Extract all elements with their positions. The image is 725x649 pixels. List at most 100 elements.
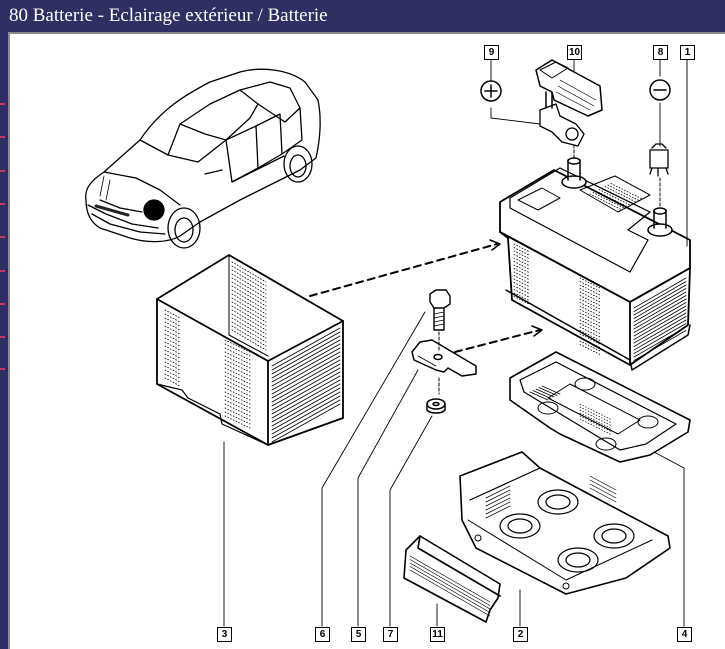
- hatch-line: [579, 326, 601, 338]
- hatch-line: [271, 395, 341, 435]
- negative-terminal-clamp: [649, 143, 669, 207]
- hatch-line: [513, 243, 531, 253]
- left-nav-strip: [0, 32, 8, 649]
- callout-4[interactable]: 4: [677, 627, 692, 642]
- hatch-line: [601, 187, 635, 205]
- hatch-line: [579, 333, 601, 345]
- hatch-line: [579, 412, 613, 430]
- hatch-line: [579, 298, 601, 310]
- hatch-line: [231, 317, 267, 339]
- hatch-line: [164, 313, 181, 323]
- hatch-line: [589, 479, 617, 495]
- callout-9[interactable]: 9: [484, 45, 499, 60]
- hatch-line: [579, 309, 601, 320]
- callout-6[interactable]: 6: [315, 627, 330, 642]
- callout-3[interactable]: 3: [217, 627, 232, 642]
- hatch-line: [164, 357, 181, 367]
- hatch-line: [164, 353, 181, 363]
- hatch-line: [579, 295, 601, 306]
- hatch-line: [231, 273, 267, 295]
- hatch-line: [513, 296, 531, 305]
- hatch-line: [485, 485, 511, 499]
- hatch-line: [579, 316, 601, 327]
- hatch-line: [271, 399, 341, 439]
- hatch-line: [579, 277, 601, 289]
- hatch-line: [633, 316, 687, 347]
- hatch-line: [231, 277, 267, 299]
- positive-post: [561, 157, 587, 189]
- hatch-line: [271, 379, 341, 419]
- nav-tick[interactable]: [0, 303, 5, 305]
- battery: [499, 157, 691, 371]
- nav-tick[interactable]: [0, 336, 5, 338]
- hatch-line: [231, 325, 267, 347]
- hatch-line: [633, 319, 687, 351]
- arrow-head: [489, 239, 501, 251]
- hatch-line: [271, 383, 341, 423]
- nav-tick[interactable]: [0, 368, 5, 370]
- hatch-line: [579, 406, 613, 424]
- nav-tick[interactable]: [0, 136, 5, 138]
- hatch-line: [579, 284, 601, 296]
- hatch-line: [633, 295, 687, 326]
- hatch-line: [589, 487, 617, 503]
- nav-tick[interactable]: [0, 103, 5, 105]
- callout-8[interactable]: 8: [653, 45, 668, 60]
- hatch-line: [633, 288, 687, 319]
- callout-1[interactable]: 1: [680, 45, 695, 60]
- hatch-line: [633, 284, 687, 316]
- leader-lines: [223, 58, 688, 627]
- hatch-line: [164, 349, 181, 359]
- hatch-line: [579, 403, 613, 421]
- nav-tick[interactable]: [0, 236, 5, 238]
- callout-2[interactable]: 2: [513, 627, 528, 642]
- hatch-line: [271, 375, 341, 415]
- hatch-line: [513, 257, 531, 267]
- hatch-line: [633, 277, 687, 309]
- hatch-line: [164, 377, 181, 387]
- hatch-line: [538, 387, 558, 396]
- hatch-line: [485, 501, 511, 515]
- hatch-line: [513, 289, 531, 298]
- hatch-line: [579, 337, 601, 348]
- nav-tick[interactable]: [0, 170, 5, 172]
- washer: [426, 377, 446, 414]
- hatch-line: [579, 344, 601, 355]
- hatch-line: [485, 497, 511, 511]
- positive-terminal-clamp: [539, 91, 585, 159]
- callout-5[interactable]: 5: [351, 627, 366, 642]
- hatch-line: [579, 323, 601, 334]
- nav-tick[interactable]: [0, 203, 5, 205]
- hatch-line: [271, 391, 341, 431]
- hatch-line: [271, 363, 341, 403]
- hatch-line: [164, 329, 181, 339]
- hatch-line: [409, 569, 491, 617]
- hatch-line: [271, 355, 341, 395]
- hatch-line: [231, 313, 267, 335]
- hatch-line: [164, 321, 181, 331]
- hatch-line: [579, 330, 601, 341]
- hatch-line: [579, 312, 601, 324]
- callout-7[interactable]: 7: [383, 627, 398, 642]
- hatch-line: [579, 281, 601, 292]
- hatch-line: [164, 333, 181, 343]
- hatch-line: [633, 330, 687, 361]
- hatch-line: [513, 268, 531, 277]
- hatch-line: [513, 282, 531, 291]
- hatch-line: [271, 327, 341, 367]
- nav-tick[interactable]: [0, 270, 5, 272]
- hatch-line: [535, 388, 555, 398]
- hatch-line: [231, 285, 267, 307]
- callout-11[interactable]: 11: [430, 627, 445, 642]
- window-title: 80 Batterie - Eclairage extérieur / Batt…: [9, 5, 328, 26]
- hatch-line: [231, 289, 267, 311]
- battery-location-marker: [143, 199, 165, 221]
- hatch-line: [529, 391, 549, 401]
- hatch-line: [579, 305, 601, 317]
- hatch-line: [633, 298, 687, 330]
- hatch-line: [164, 345, 181, 355]
- callout-10[interactable]: 10: [567, 45, 582, 60]
- hatch-line: [271, 359, 341, 399]
- hatch-line: [513, 264, 531, 274]
- hatch-line: [607, 184, 641, 202]
